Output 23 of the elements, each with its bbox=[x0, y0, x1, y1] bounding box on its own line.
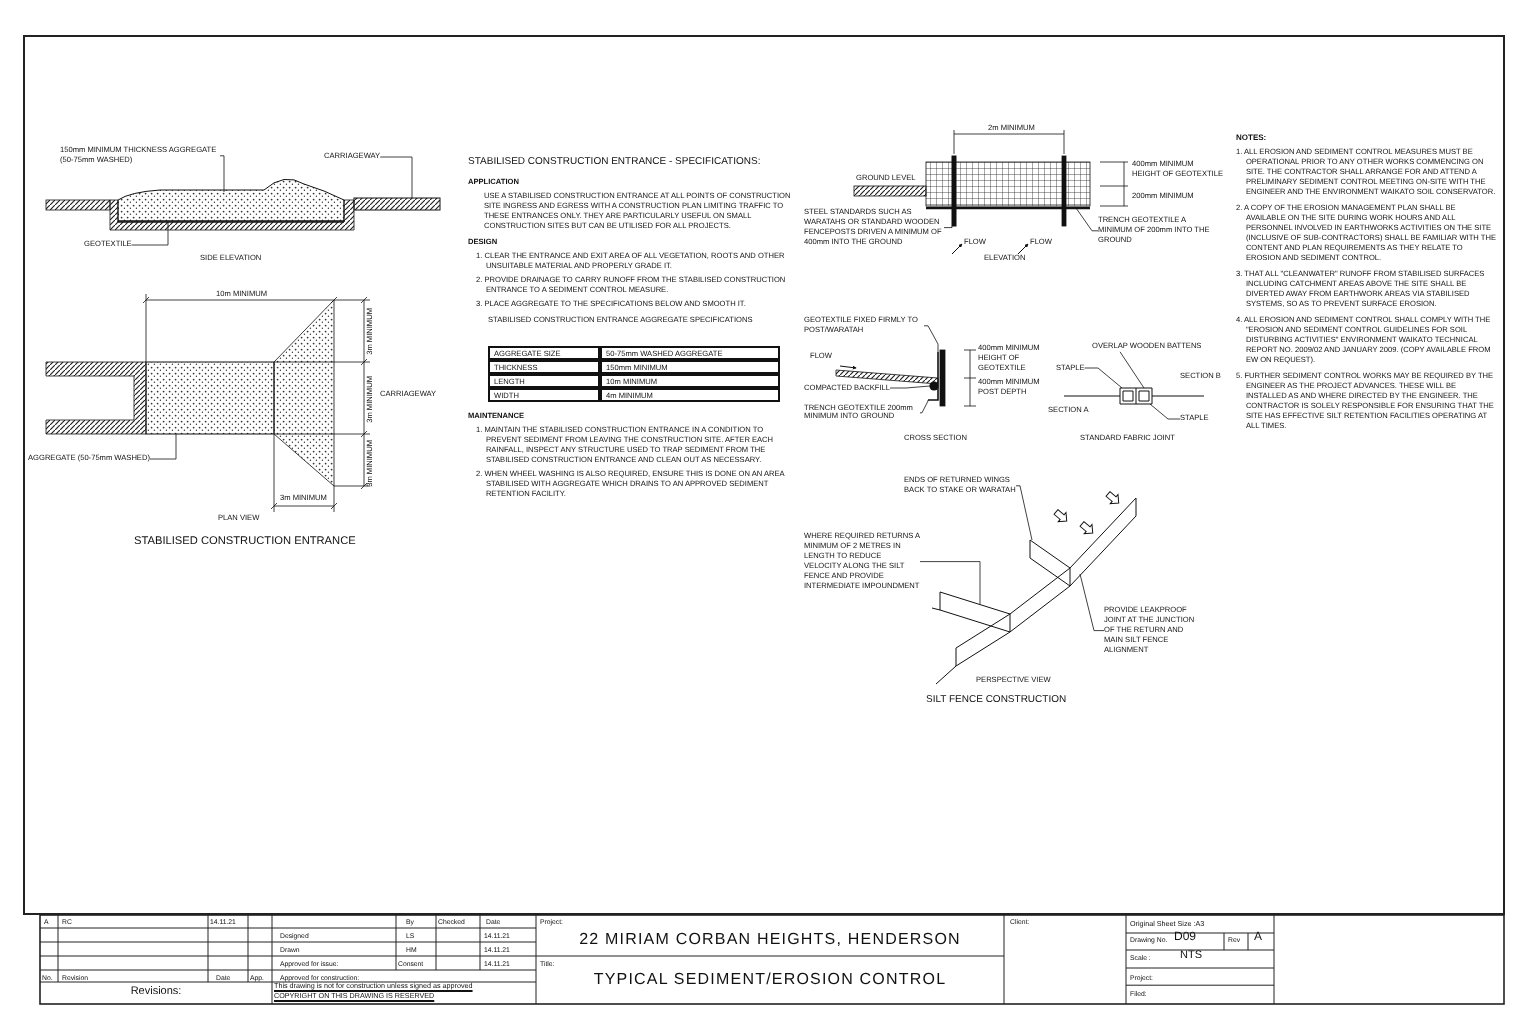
leader-line bbox=[1084, 367, 1123, 389]
leader-line bbox=[923, 325, 939, 353]
leader-line bbox=[1119, 351, 1145, 389]
aggregate-layer bbox=[117, 178, 345, 223]
drawing-title: TYPICAL SEDIMENT/EROSION CONTROL bbox=[591, 970, 949, 991]
leader-line bbox=[1149, 403, 1181, 420]
leader-line bbox=[943, 225, 953, 228]
leader-line bbox=[919, 561, 981, 605]
leader-line bbox=[889, 385, 931, 389]
leader-line bbox=[1075, 207, 1099, 232]
leader-line bbox=[131, 220, 169, 246]
leader-line bbox=[1079, 573, 1105, 631]
leader-line bbox=[149, 433, 177, 460]
leader-line bbox=[219, 155, 225, 193]
leader-line bbox=[1015, 485, 1033, 541]
project-name: 22 MIRIAM CORBAN HEIGHTS, HENDERSON bbox=[577, 930, 963, 951]
fence-post bbox=[951, 155, 957, 227]
carriageway-surface bbox=[353, 197, 441, 211]
leader-line bbox=[919, 399, 929, 414]
fabric-joint-drawing bbox=[1063, 387, 1205, 405]
leader-line bbox=[379, 156, 413, 199]
aggregate-area bbox=[145, 361, 275, 435]
geotextile-line bbox=[927, 351, 939, 401]
